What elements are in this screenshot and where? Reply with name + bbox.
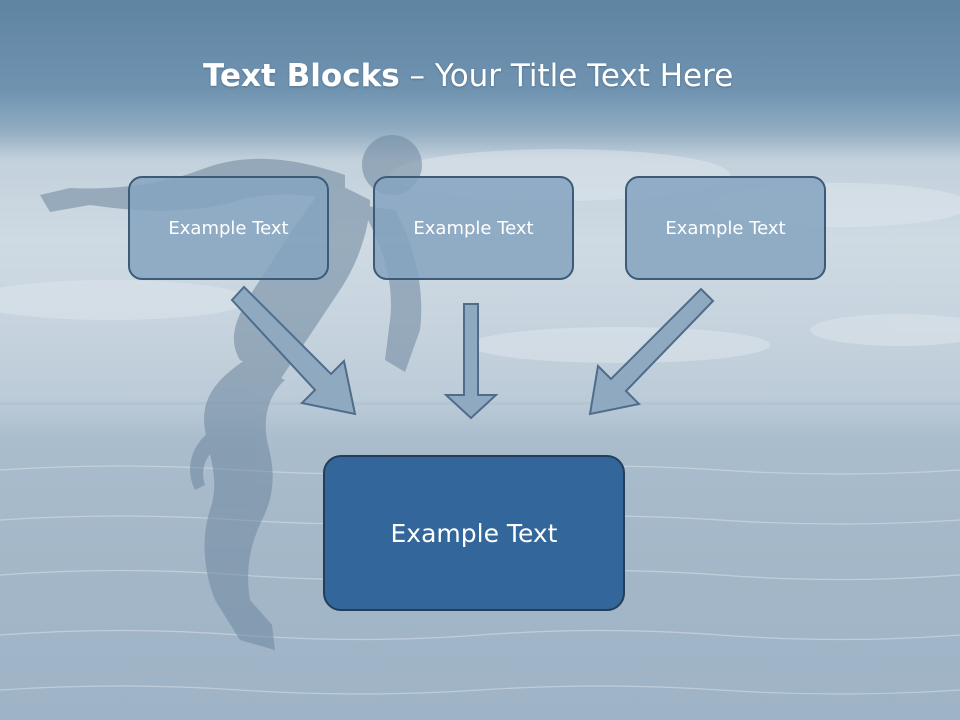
title-rest: Your Title Text Here: [434, 58, 734, 94]
arrow-center-down: [443, 303, 499, 420]
arrow-left-diagonal: [230, 285, 357, 416]
text-block-right[interactable]: Example Text: [625, 176, 826, 280]
text-block-center[interactable]: Example Text: [373, 176, 574, 280]
title-separator: –: [409, 58, 426, 94]
text-block-main[interactable]: Example Text: [323, 455, 625, 611]
arrow-right-diagonal: [588, 287, 715, 416]
page-title: Text Blocks – Your Title Text Here: [203, 54, 903, 98]
title-bold-part: Text Blocks: [203, 58, 400, 94]
text-block-left[interactable]: Example Text: [128, 176, 329, 280]
